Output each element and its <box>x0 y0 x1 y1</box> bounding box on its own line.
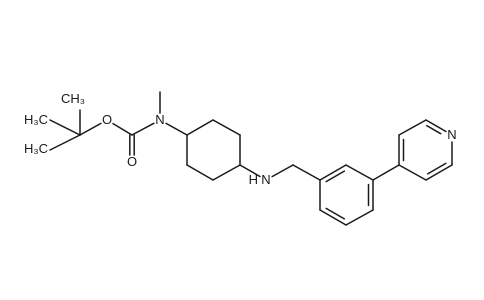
bond-py3-n_pyridine <box>425 119 447 133</box>
bond-cy4-cy5 <box>212 164 241 181</box>
atom-label-me_h1: H₃C <box>24 112 48 127</box>
atom-label-n_amine: N <box>261 172 270 187</box>
bond-py3-n_pyridine-inner <box>425 124 442 135</box>
bond-me_h2-c_quat <box>49 134 81 151</box>
bond-cy4-n_amine <box>239 164 261 178</box>
atom-label-me_h3: CH₃ <box>61 91 85 106</box>
atom-label-o_carbonyl: O <box>127 154 137 169</box>
atom-label-n_pyridine: N <box>447 127 456 142</box>
bond-cy5-cy6 <box>186 164 214 181</box>
bond-ph1-ph2-inner <box>325 170 346 183</box>
bond-py2-py3 <box>398 119 427 136</box>
bond-py6-py1 <box>398 164 427 181</box>
atom-label-h_amine: H <box>249 172 258 187</box>
bond-ph5-ph6 <box>319 209 347 226</box>
atom-label-n_carbamate: N <box>155 112 164 127</box>
bond-cy1-cy2 <box>186 119 214 136</box>
bond-o_ester-c_carbonyl <box>112 122 133 136</box>
bond-c_quat-o_ester <box>79 122 102 136</box>
bond-ph5-ph6-inner <box>325 207 346 220</box>
bond-ph3-py1 <box>372 164 400 181</box>
bond-ch2-ph1 <box>292 164 321 181</box>
bond-ph2-ph3 <box>345 164 374 181</box>
atom-label-o_ester: O <box>102 112 112 127</box>
atom-label-me_h2: H₃C <box>24 141 48 156</box>
bond-ph1-ph2 <box>319 164 347 181</box>
bond-py5-py6 <box>425 164 453 181</box>
bond-n_amine-ch2 <box>271 164 294 178</box>
bond-c_carbonyl-n_carbamate <box>131 122 155 136</box>
bond-ph4-ph5 <box>345 209 374 226</box>
bond-py5-py6-inner <box>426 162 447 175</box>
bond-n_carbamate-cy1 <box>165 122 188 136</box>
bond-cy2-cy3 <box>212 119 241 136</box>
bond-me_h1-c_quat <box>49 119 81 136</box>
bond-layer <box>49 91 453 226</box>
